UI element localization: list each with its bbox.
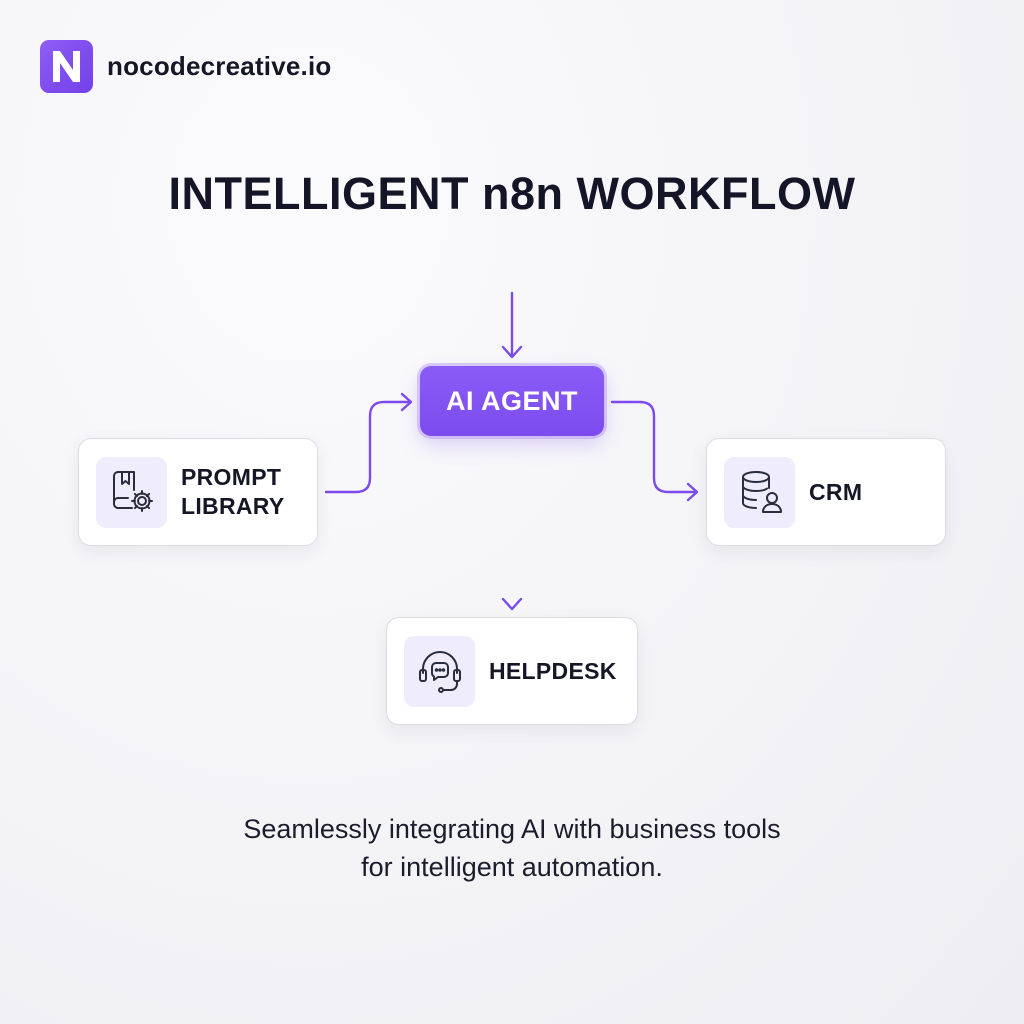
tagline-line-1: Seamlessly integrating AI with business … xyxy=(243,814,781,844)
prompt-library-node[interactable]: PROMPT LIBRARY xyxy=(78,438,318,546)
prompt-library-label-line-2: LIBRARY xyxy=(181,493,285,519)
tagline: Seamlessly integrating AI with business … xyxy=(0,810,1024,886)
helpdesk-node[interactable]: HELPDESK xyxy=(386,617,638,725)
ai-agent-node[interactable]: AI AGENT xyxy=(420,366,604,436)
crm-icon-tile xyxy=(724,456,795,528)
helpdesk-icon-tile xyxy=(404,635,475,707)
edge-prompt-to-agent xyxy=(324,392,413,494)
brand-logo xyxy=(40,40,93,93)
edge-agent-to-crm xyxy=(610,400,699,502)
tagline-line-2: for intelligent automation. xyxy=(361,852,663,882)
prompt-library-label-line-1: PROMPT xyxy=(181,464,282,490)
helpdesk-label: HELPDESK xyxy=(489,657,617,684)
book-gear-icon xyxy=(112,471,153,512)
edge-input-to-agent xyxy=(501,291,523,359)
prompt-library-icon-tile xyxy=(96,456,167,528)
ai-agent-label: AI AGENT xyxy=(446,385,578,416)
headset-chat-icon xyxy=(418,651,461,693)
database-user-icon xyxy=(741,471,782,513)
brand-name: nocodecreative.io xyxy=(107,51,332,81)
brand: nocodecreative.io xyxy=(40,40,331,93)
n-logo-icon xyxy=(53,51,80,82)
crm-node[interactable]: CRM xyxy=(706,438,946,546)
crm-label: CRM xyxy=(809,478,863,505)
prompt-library-label: PROMPT LIBRARY xyxy=(181,463,284,521)
page-title: INTELLIGENT n8n WORKFLOW xyxy=(168,168,856,219)
edge-agent-to-helpdesk xyxy=(501,442,523,611)
